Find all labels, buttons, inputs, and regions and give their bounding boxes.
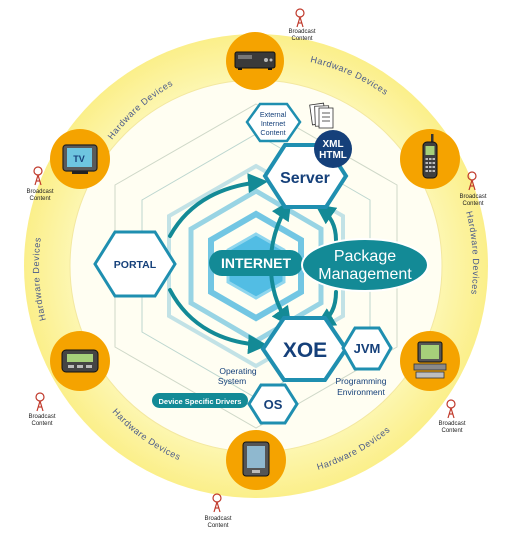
external-content-node[interactable]: External Internet Content <box>245 102 302 143</box>
arrow-package-to-server <box>315 204 338 242</box>
package-management-line1: Package <box>334 248 396 265</box>
broadcast-top-line2: Content <box>291 36 312 42</box>
jvm-node[interactable]: JVM <box>341 326 393 371</box>
tv-icon: TV <box>62 144 98 174</box>
device-pda[interactable] <box>226 430 286 490</box>
desktop-computer-icon <box>413 341 447 379</box>
broadcast-right-bottom: Broadcast Content <box>438 399 466 434</box>
broadcast-right-bottom-line2: Content <box>441 428 462 434</box>
broadcast-right-top-line2: Content <box>462 201 483 207</box>
device-tv[interactable]: TV <box>50 129 110 189</box>
broadcast-bottom: Broadcast Content <box>204 493 232 529</box>
broadcast-left-top-line1: Broadcast <box>26 189 53 195</box>
arrow-portal-to-xoe <box>168 288 268 355</box>
package-management-line2: Management <box>318 266 412 283</box>
broadcast-right-top: Broadcast Content <box>459 171 487 207</box>
broadcast-left-top: Broadcast Content <box>26 166 54 202</box>
server-label: Server <box>280 170 330 187</box>
device-pager[interactable] <box>50 331 110 391</box>
broadcast-bottom-line2: Content <box>207 523 228 529</box>
operating-system-line1: Operating <box>219 366 257 376</box>
device-set-top-box[interactable] <box>226 32 284 90</box>
internet-label: INTERNET <box>221 255 291 271</box>
set-top-box-icon <box>234 51 276 70</box>
operating-system-line2: System <box>218 376 246 386</box>
broadcast-bottom-line1: Broadcast <box>204 516 231 522</box>
broadcast-tower-icon <box>33 166 43 186</box>
external-content-line2: Internet <box>261 119 285 128</box>
broadcast-tower-icon <box>446 399 456 419</box>
html-label: HTML <box>319 150 347 161</box>
device-cell-phone[interactable] <box>400 129 460 189</box>
device-desktop-computer[interactable] <box>400 331 460 391</box>
broadcast-tower-icon <box>212 493 222 513</box>
broadcast-right-bottom-line1: Broadcast <box>438 421 465 427</box>
portal-label: PORTAL <box>114 259 157 271</box>
tv-screen-label: TV <box>73 154 85 164</box>
broadcast-top-line1: Broadcast <box>288 29 315 35</box>
broadcast-left-top-line2: Content <box>29 196 50 202</box>
document-stack-icon <box>309 102 334 129</box>
broadcast-top: Broadcast Content <box>288 8 316 42</box>
device-drivers-label: Device Specific Drivers <box>159 397 242 406</box>
xml-html-badge: XML HTML <box>314 130 352 168</box>
internet-node[interactable]: INTERNET <box>209 250 303 276</box>
broadcast-left-bottom: Broadcast Content <box>28 392 56 427</box>
portal-node[interactable]: PORTAL <box>93 230 177 298</box>
broadcast-left-bottom-line2: Content <box>31 421 52 427</box>
programming-environment-line2: Environment <box>337 387 385 397</box>
device-drivers-node[interactable]: Device Specific Drivers <box>152 393 248 408</box>
pager-icon <box>61 349 99 373</box>
external-content-line3: Content <box>260 128 285 137</box>
arrow-portal-to-server <box>168 173 268 238</box>
os-label: OS <box>264 397 283 412</box>
cell-phone-icon <box>422 134 438 179</box>
xoe-label: XOE <box>283 339 327 362</box>
broadcast-tower-icon <box>35 392 45 412</box>
programming-environment-line1: Programming <box>335 376 386 386</box>
os-node[interactable]: OS <box>247 383 299 425</box>
external-content-line1: External <box>260 110 287 119</box>
broadcast-right-top-line1: Broadcast <box>459 194 486 200</box>
xml-label: XML <box>322 139 343 150</box>
broadcast-left-bottom-line1: Broadcast <box>28 414 55 420</box>
broadcast-tower-icon <box>467 171 477 191</box>
package-management-node[interactable]: Package Management <box>301 238 429 292</box>
broadcast-tower-icon <box>295 8 305 28</box>
pda-icon <box>242 441 270 477</box>
jvm-label: JVM <box>354 341 381 356</box>
xoe-node[interactable]: XOE <box>260 316 349 382</box>
